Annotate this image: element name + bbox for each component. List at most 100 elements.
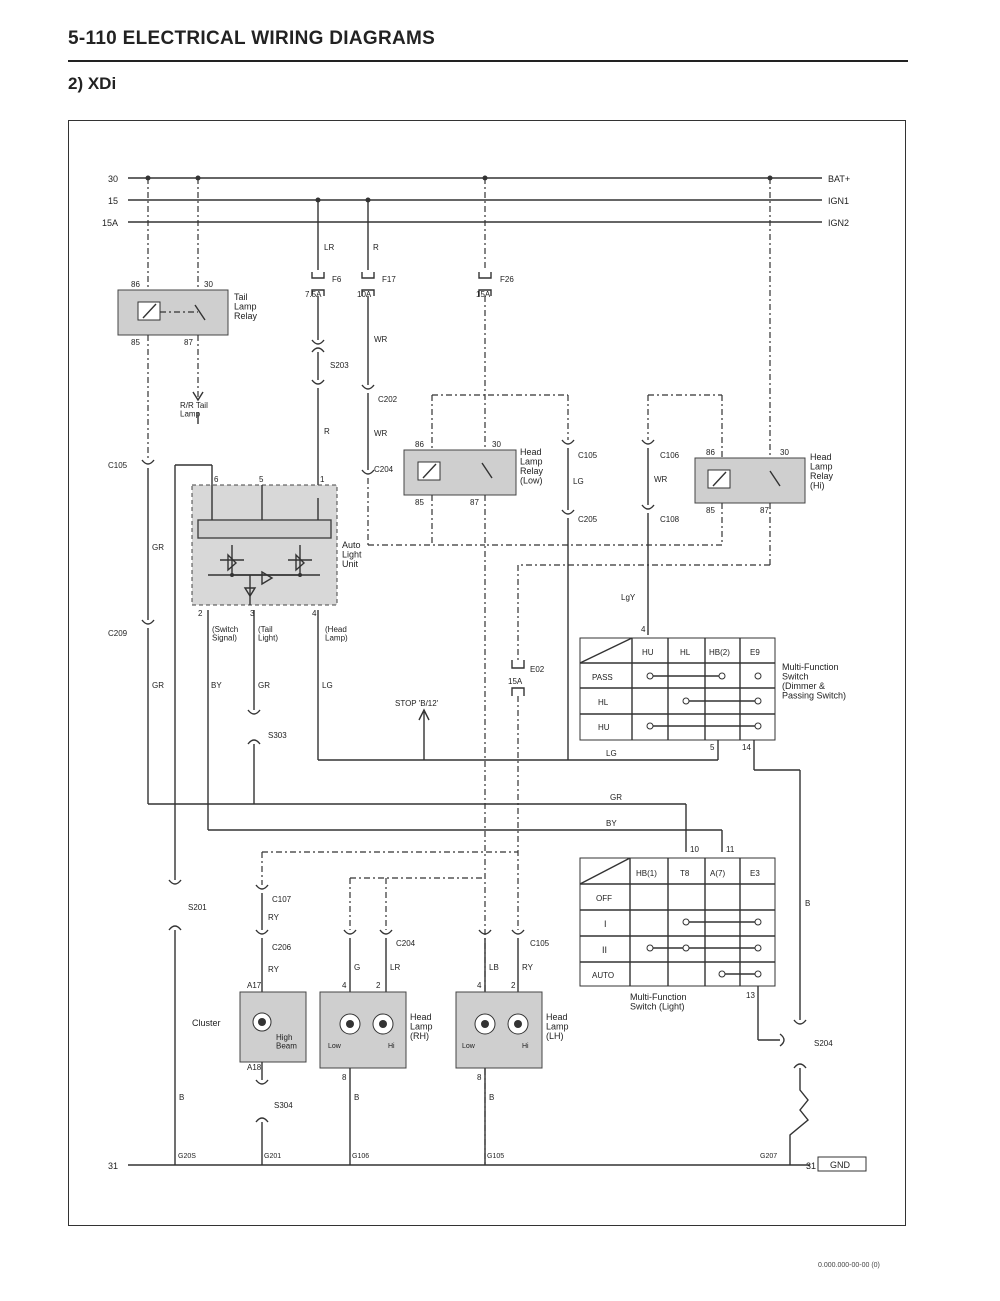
label-headlamp_relay_low-pins-0: 86 bbox=[415, 440, 424, 449]
s204: S204 bbox=[779, 1019, 833, 1165]
label-wires-lr: LR bbox=[324, 243, 334, 252]
section-title: 2) XDi bbox=[68, 74, 117, 93]
label-connectors-s204: S204 bbox=[814, 1039, 833, 1048]
label-connectors-c204: C204 bbox=[374, 465, 394, 474]
label-fuses-2-name: F26 bbox=[500, 275, 514, 284]
label-fuses-0-rating: 7.5A bbox=[305, 290, 322, 299]
label-stop_ref: STOP 'B/12' bbox=[395, 699, 439, 708]
fuse-e02: E02 15A bbox=[508, 660, 545, 930]
label-connectors-c209: C209 bbox=[108, 629, 128, 638]
label-wires-b: B bbox=[489, 1093, 494, 1102]
label-mf_light-headers-1: T8 bbox=[680, 869, 690, 878]
label-headlamp_rh-pins-2: 8 bbox=[342, 1073, 347, 1082]
label-wires-lgy: LgY bbox=[621, 593, 636, 602]
label-connectors-c106: C106 bbox=[660, 451, 680, 460]
label-wires-b: B bbox=[354, 1093, 359, 1102]
label-mf_dimmer-pins-1: 5 bbox=[710, 743, 715, 752]
label-mf_dimmer-headers-0: HU bbox=[642, 648, 654, 657]
label-connectors-c105b: C105 bbox=[530, 939, 550, 948]
s201: S201 B bbox=[168, 879, 207, 1165]
label-headlamp_lh-lamps-1: Hi bbox=[522, 1043, 529, 1050]
label-wires-ry: RY bbox=[522, 963, 534, 972]
ground-bus: 31 G20S G201 G106 G105 G207 31 GND bbox=[108, 1153, 867, 1172]
label-fuses-2-rating: 15A bbox=[476, 290, 491, 299]
lower-distribution bbox=[261, 851, 518, 930]
label-headlamp_relay_low-pins-1: 30 bbox=[492, 440, 501, 449]
label-headlamp_relay_hi-pins-0: 86 bbox=[706, 448, 715, 457]
label-connectors-c105: C105 bbox=[578, 451, 598, 460]
label-auto_light-pins-1: 5 bbox=[259, 475, 264, 484]
label-wires-b: B bbox=[805, 899, 810, 908]
label-headlamp_lh-lamps-0: Low bbox=[462, 1043, 476, 1050]
f17-branch: WR C202 WR C204 bbox=[361, 296, 485, 546]
label-mf_dimmer-rows-1: HL bbox=[598, 698, 609, 707]
label-wires-g: G bbox=[354, 963, 360, 972]
f6-branch: S203 R bbox=[310, 296, 349, 500]
label-connectors-c206: C206 bbox=[272, 943, 292, 952]
label-mf_dimmer-headers-1: HL bbox=[680, 648, 691, 657]
label-connectors-c202: C202 bbox=[378, 395, 398, 404]
label-mf_light-pins-2: 13 bbox=[746, 991, 755, 1000]
label-grounds-g_labels-3: G105 bbox=[487, 1153, 504, 1160]
mf-dimmer-switch: HU HL HB(2) E9 PASS HL HU 4 5 14 Multi-F… bbox=[579, 625, 846, 1020]
label-grounds-left: 31 bbox=[108, 1161, 118, 1171]
label-connectors-c108: C108 bbox=[660, 515, 680, 524]
label-auto_light-pins-3: 2 bbox=[198, 609, 203, 618]
label-headlamp_rh-pins-0: 4 bbox=[342, 981, 347, 990]
label-grounds-right_box: GND bbox=[830, 1160, 851, 1170]
label-wires-wr: WR bbox=[374, 429, 388, 438]
label-grounds-right_pin: 31 bbox=[806, 1161, 816, 1171]
label-mf_light-rows-1: I bbox=[604, 919, 607, 929]
label-connectors-c105b: C105 bbox=[108, 461, 128, 470]
tail-output: GR S303 bbox=[247, 610, 287, 804]
cluster-label: Cluster bbox=[192, 1018, 221, 1028]
label-tail_relay-pins-0: 86 bbox=[131, 280, 140, 289]
label-fuses-1-rating: 10A bbox=[357, 290, 372, 299]
label-auto_light-pins-4: 3 bbox=[250, 609, 255, 618]
label-tail_relay-pins-2: 85 bbox=[131, 338, 140, 347]
label-wires-lb: LB bbox=[489, 963, 499, 972]
label-mf_light-pins-1: 11 bbox=[726, 845, 735, 854]
label-wires-wr: WR bbox=[654, 475, 668, 484]
diagram-frame bbox=[68, 120, 906, 1226]
rail-left-15: 15 bbox=[108, 196, 118, 206]
rail-left-30: 30 bbox=[108, 174, 118, 184]
page-title: 5-110 ELECTRICAL WIRING DIAGRAMS bbox=[68, 28, 436, 49]
label-headlamp_lh-pins-1: 2 bbox=[511, 981, 516, 990]
label-mf_dimmer-rows-2: HU bbox=[598, 723, 610, 732]
label-wires-ry: RY bbox=[268, 913, 280, 922]
mf-light-switch: HB(1) T8 A(7) E3 OFF I II AUTO 10 11 13 … bbox=[579, 845, 780, 1041]
label-headlamp_relay_hi-pins-3: 87 bbox=[760, 506, 769, 515]
left-gr-line: C105 GR C209 GR GR BY BY bbox=[108, 459, 723, 852]
label-mf_light-rows-0: OFF bbox=[596, 894, 612, 903]
label-wires-gr: GR bbox=[152, 543, 164, 552]
label-connectors-s304: S304 bbox=[274, 1101, 293, 1110]
label-fuses-3-rating: 15A bbox=[508, 677, 523, 686]
label-headlamp_rh-lamps-0: Low bbox=[328, 1043, 342, 1050]
rail-right-ign2: IGN2 bbox=[828, 218, 849, 228]
power-rails: 30 15 15A BAT+ IGN1 IGN2 bbox=[102, 174, 850, 228]
label-headlamp_rh-lamps-1: Hi bbox=[388, 1043, 395, 1050]
label-wires-r: R bbox=[373, 243, 379, 252]
label-wires-wr: WR bbox=[374, 335, 388, 344]
label-headlamp_lh-pins-0: 4 bbox=[477, 981, 482, 990]
label-mf_dimmer-rows-0: PASS bbox=[592, 673, 613, 682]
label-mf_light-headers-3: E3 bbox=[750, 869, 760, 878]
headlamp-output: LG LG bbox=[317, 610, 719, 761]
label-wires-lr: LR bbox=[390, 963, 400, 972]
label-wires-lg: LG bbox=[606, 749, 617, 758]
label-tail_relay-pins-3: 87 bbox=[184, 338, 193, 347]
page-header: 5-110 ELECTRICAL WIRING DIAGRAMS bbox=[68, 28, 908, 62]
label-wires-gr: GR bbox=[258, 681, 270, 690]
label-wires-lg: LG bbox=[573, 477, 584, 486]
label-mf_light-pins-0: 10 bbox=[690, 845, 699, 854]
label-wires-b: B bbox=[179, 1093, 184, 1102]
